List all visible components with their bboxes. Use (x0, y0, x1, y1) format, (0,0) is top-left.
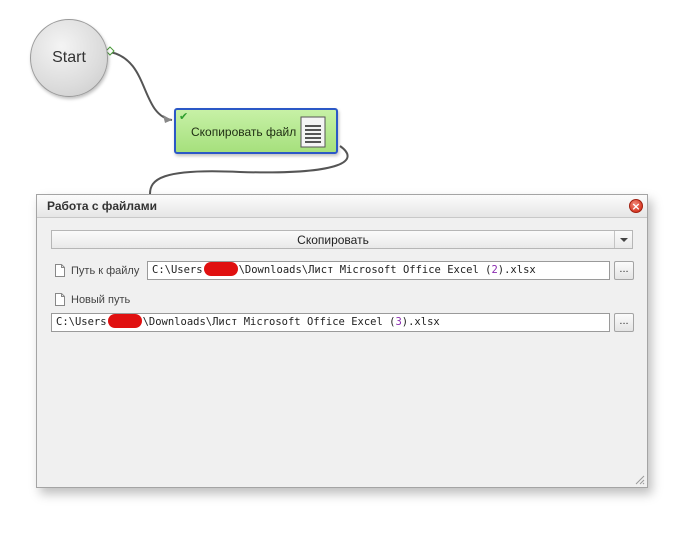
resize-grip-icon[interactable] (633, 473, 645, 485)
panel-title: Работа с файлами (47, 199, 157, 213)
redaction-mark (203, 262, 238, 276)
start-node-label: Start (52, 49, 86, 66)
file-icon (55, 264, 65, 277)
copy-file-action-node[interactable]: ✔ Скопировать файл (174, 108, 338, 154)
wire-action-to-next (149, 145, 349, 195)
file-operations-panel: Работа с файлами × Скопировать Путь к фа… (36, 194, 648, 488)
dest-browse-button[interactable]: ... (614, 313, 634, 332)
file-icon (55, 293, 65, 306)
source-browse-button[interactable]: ... (614, 261, 634, 280)
source-path-input[interactable]: C:\Users\Downloads\Лист Microsoft Office… (147, 261, 610, 280)
dest-path-label: Новый путь (71, 294, 131, 306)
redaction-mark (107, 314, 142, 328)
start-node[interactable]: Start (30, 19, 108, 97)
dest-path-input[interactable]: C:\Users\Downloads\Лист Microsoft Office… (51, 313, 610, 332)
operation-select-value: Скопировать (297, 233, 369, 247)
wire-start-to-action (109, 51, 173, 121)
wire-arrowhead (163, 115, 172, 123)
source-path-label: Путь к файлу (71, 265, 140, 277)
close-icon[interactable]: × (629, 199, 643, 213)
operation-select[interactable]: Скопировать (51, 230, 633, 249)
chevron-down-icon[interactable] (614, 231, 632, 248)
panel-header: Работа с файлами × (37, 195, 647, 218)
document-icon (300, 116, 326, 148)
action-node-label: Скопировать файл (191, 125, 297, 139)
start-output-port (105, 46, 115, 56)
check-icon: ✔ (179, 110, 189, 123)
